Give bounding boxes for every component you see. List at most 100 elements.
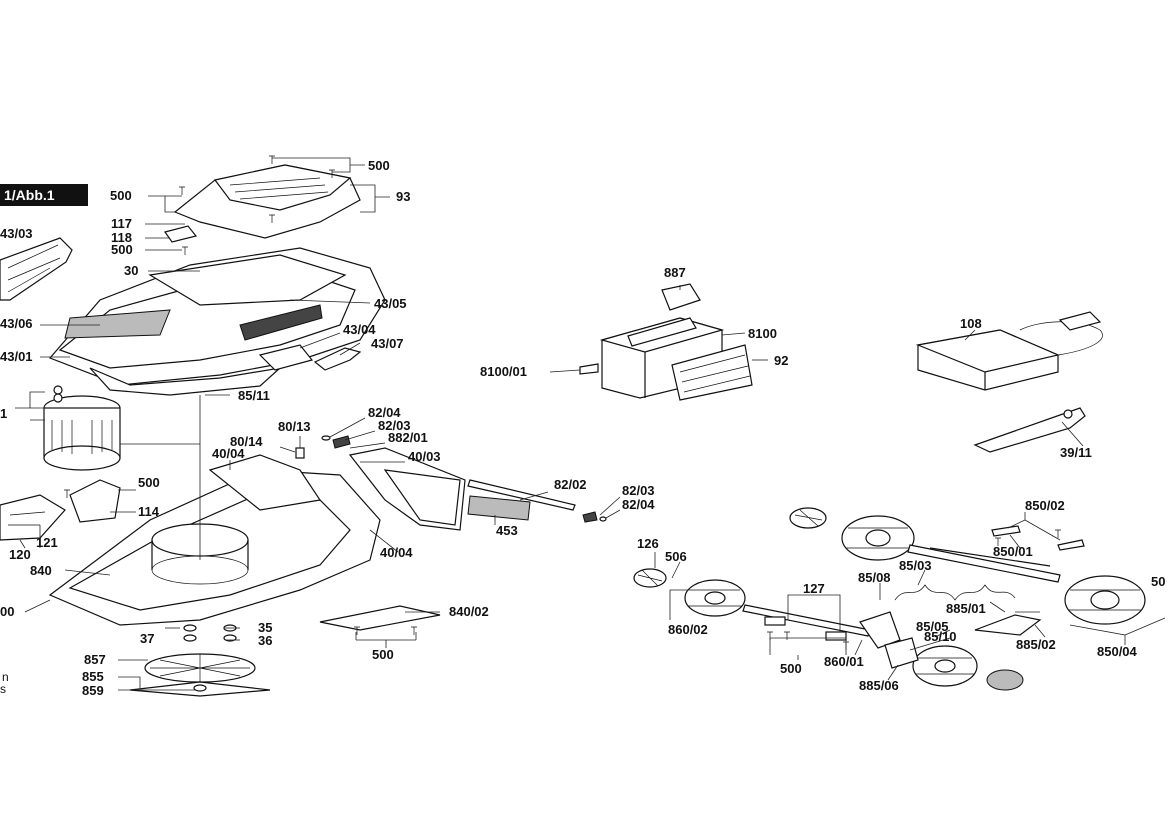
part-label: 887 — [664, 265, 686, 280]
figure-title-tag: 1/Abb.1 — [0, 184, 88, 206]
part-label: 00 — [0, 604, 14, 619]
rear-axle-part — [907, 544, 1061, 583]
part-label: 43/03 — [0, 226, 33, 241]
front-axle-part — [742, 604, 871, 637]
side-note: n s — [0, 670, 9, 696]
motor-part — [43, 385, 121, 471]
part-label: 855 — [82, 669, 104, 684]
part-label: 860/01 — [824, 654, 864, 669]
part-label: 500 — [111, 242, 133, 257]
front-wheel-left-part — [684, 579, 746, 617]
part-label: 92 — [774, 353, 788, 368]
side-note-line: s — [0, 682, 6, 696]
bracket-885-02-part — [974, 614, 1042, 636]
blade-fan-part — [144, 653, 256, 683]
part-label: 885/06 — [859, 678, 899, 693]
main-housing-part — [48, 247, 386, 396]
board-114-part — [69, 479, 121, 523]
part-label: 885/01 — [946, 601, 986, 616]
plate-453-part — [467, 495, 531, 521]
part-label: 85/05 — [916, 619, 949, 634]
part-label: 8100 — [748, 326, 777, 341]
part-label: 500 — [780, 661, 802, 676]
part-label: 850/02 — [1025, 498, 1065, 513]
part-label: 8100/01 — [480, 364, 527, 379]
part-label: 43/05 — [374, 296, 407, 311]
part-label: 43/04 — [343, 322, 376, 337]
part-label: 85/11 — [238, 388, 270, 403]
skid-840-02-part — [319, 605, 441, 631]
part-label: 80/13 — [278, 419, 311, 434]
small-parts-80-13-part — [295, 435, 351, 459]
part-label: 850/04 — [1097, 644, 1138, 659]
part-label: 860/02 — [668, 622, 708, 637]
part-label: 82/04 — [368, 405, 401, 420]
part-label: 43/06 — [0, 316, 33, 331]
part-label: 85/10 — [924, 629, 957, 644]
part-label: 506 — [665, 549, 687, 564]
part-label: 43/01 — [0, 349, 33, 364]
part-label: 840 — [30, 563, 52, 578]
part-label: 500 — [368, 158, 390, 173]
part-label: 80/14 — [230, 434, 263, 449]
part-label: 500 — [138, 475, 160, 490]
side-note-line: n — [2, 670, 9, 684]
left-handle-part — [0, 237, 73, 301]
part-label: 500 — [110, 188, 132, 203]
top-cover-part — [173, 164, 361, 239]
part-label: 857 — [84, 652, 106, 667]
part-label: 126 — [637, 536, 659, 551]
part-label: 40/03 — [408, 449, 441, 464]
part-label: 82/04 — [622, 497, 655, 512]
part-label: 1 — [0, 406, 7, 421]
part-label: 117 — [111, 216, 132, 231]
clip-82-03-part — [582, 511, 607, 523]
cover-92-part — [671, 344, 753, 401]
blade-washers-part — [183, 624, 237, 642]
part-label: 859 — [82, 683, 104, 698]
part-label: 50 — [1151, 574, 1165, 589]
part-label: 40/04 — [380, 545, 413, 560]
hubcap-front-right-part — [986, 669, 1024, 691]
leader-lines — [15, 157, 1166, 691]
board-120-part — [0, 494, 66, 541]
part-label: 82/02 — [554, 477, 587, 492]
side-panel-part — [348, 447, 466, 531]
part-label: 453 — [496, 523, 518, 538]
part-label: 850/01 — [993, 544, 1033, 559]
front-wheel-right-part — [912, 645, 978, 687]
blade-part — [129, 681, 271, 697]
part-label: 840/02 — [449, 604, 489, 619]
deck-part — [48, 454, 381, 626]
plates-860-01-part — [764, 616, 847, 641]
vent-43-04-part — [258, 344, 314, 371]
part-label: 37 — [140, 631, 154, 646]
part-label: 114 — [138, 504, 160, 519]
part-label: 85/03 — [899, 558, 932, 573]
key-39-11-part — [973, 407, 1086, 453]
part-label: 43/07 — [371, 336, 404, 351]
charger-part — [915, 311, 1103, 391]
part-label: 93 — [396, 189, 410, 204]
part-label: 85/08 — [858, 570, 891, 585]
lever-43-07-part — [313, 347, 362, 371]
part-label: 500 — [372, 647, 394, 662]
part-label: 108 — [960, 316, 982, 331]
rear-wheel-left-part — [841, 515, 915, 561]
part-label: 36 — [258, 633, 272, 648]
rear-wheel-right-part — [1064, 575, 1146, 625]
part-label: 118 — [111, 230, 132, 245]
part-label: 39/11 — [1060, 445, 1092, 460]
rod-82-02-part — [467, 479, 576, 511]
hubcap-rear-part — [789, 507, 827, 529]
part-label: 82/03 — [378, 418, 411, 433]
figure-title-text: 1/Abb.1 — [4, 187, 55, 203]
part-label: 30 — [124, 263, 138, 278]
part-label: 885/02 — [1016, 637, 1056, 652]
height-lever-part — [859, 611, 919, 669]
part-label: 882/01 — [388, 430, 428, 445]
part-label: 35 — [258, 620, 272, 635]
part-label: 121 — [36, 535, 58, 550]
part-labels: 500 93 500 117 118 500 30 43/05 43/06 43… — [0, 158, 1165, 698]
